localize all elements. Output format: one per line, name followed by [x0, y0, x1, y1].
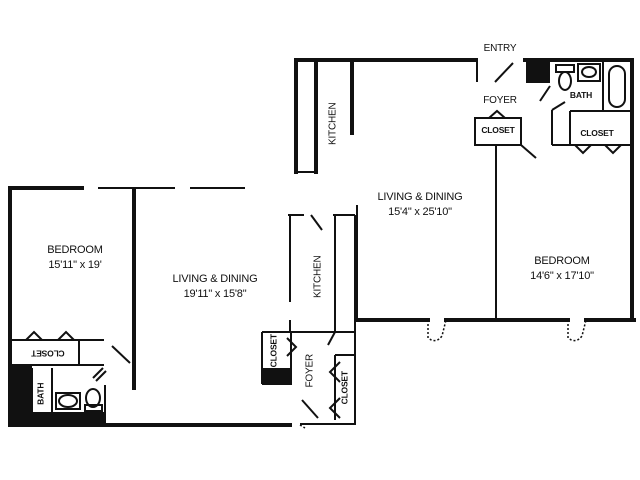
- left-bedroom-dims: 15'11" x 19': [48, 258, 102, 271]
- right-living-dims: 15'4" x 25'10": [388, 205, 452, 218]
- left-kitchen-label: KITCHEN: [312, 255, 324, 299]
- right-bath-label: BATH: [569, 90, 593, 100]
- left-unit-kitchen-foyer: [261, 214, 356, 429]
- right-kitchen-label: KITCHEN: [327, 102, 339, 146]
- left-bath-label: BATH: [35, 382, 46, 405]
- left-foyer-closet-right-label: CLOSET: [339, 371, 350, 405]
- right-living-label: LIVING & DINING 15'4" x 25'10": [365, 190, 475, 220]
- left-bedroom-label: BEDROOM 15'11" x 19': [30, 243, 120, 273]
- right-bedroom-closet-label: CLOSET: [580, 128, 614, 138]
- left-living-dims: 19'11" x 15'8": [183, 287, 247, 300]
- entry-label: ENTRY: [483, 43, 517, 54]
- left-living-name: LIVING & DINING: [172, 273, 258, 285]
- right-unit-walls: [294, 58, 636, 342]
- left-bedroom-closet-label: CLOSET: [31, 348, 65, 359]
- right-foyer-label: FOYER: [483, 95, 517, 106]
- right-bedroom-name: BEDROOM: [534, 255, 590, 267]
- right-living-name: LIVING & DINING: [377, 191, 463, 203]
- right-foyer-closet-label: CLOSET: [481, 125, 515, 135]
- right-bedroom-dims: 14'6" x 17'10": [530, 269, 594, 282]
- left-foyer-label: FOYER: [304, 354, 316, 388]
- left-living-label: LIVING & DINING 19'11" x 15'8": [160, 272, 270, 302]
- left-bedroom-name: BEDROOM: [47, 244, 103, 256]
- left-unit-walls: [8, 186, 355, 427]
- left-foyer-closet-label: CLOSET: [268, 334, 279, 368]
- right-bedroom-label: BEDROOM 14'6" x 17'10": [512, 254, 612, 284]
